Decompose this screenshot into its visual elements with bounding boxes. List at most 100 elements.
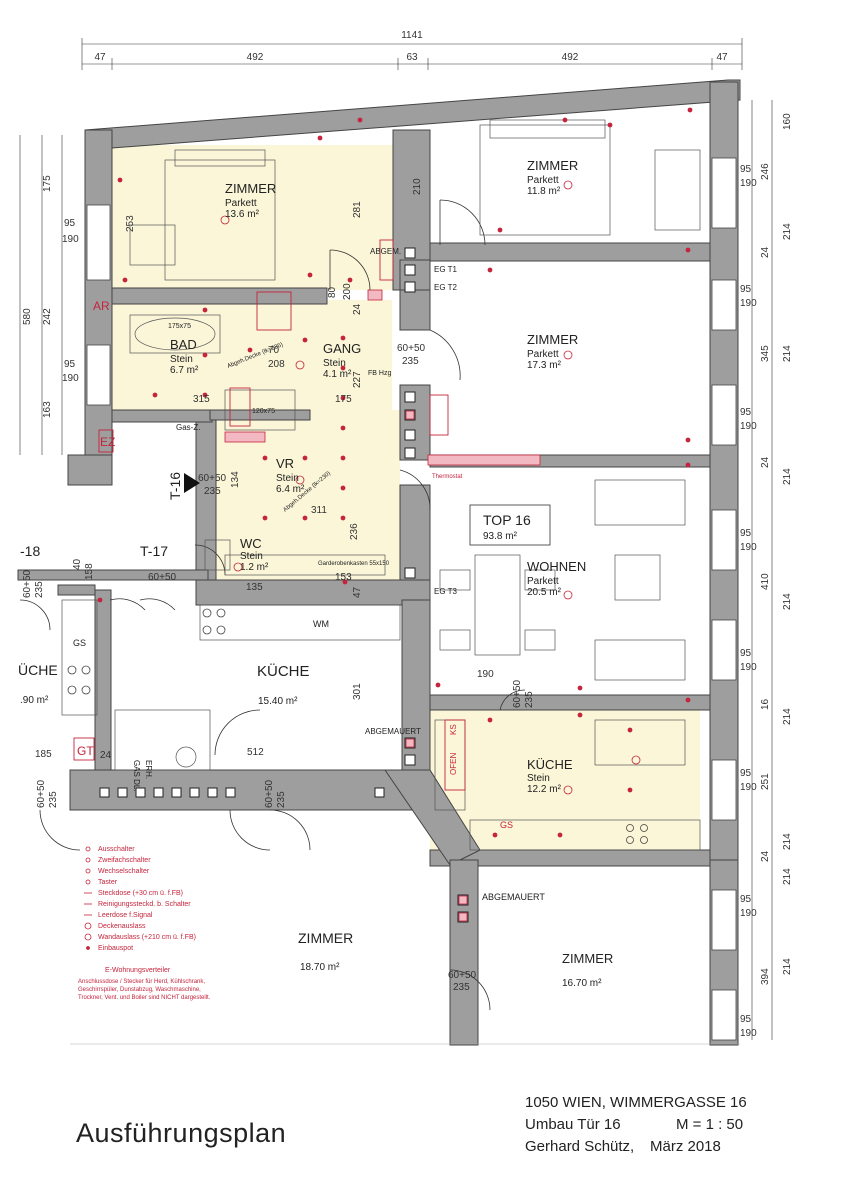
door-dim: 60+50 bbox=[22, 569, 33, 598]
dim-segment: 492 bbox=[562, 52, 579, 63]
room-area: 20.5 m² bbox=[527, 587, 562, 598]
dim-right: 345 bbox=[760, 345, 771, 362]
dim-right: 214 bbox=[782, 468, 793, 485]
room-floor: Stein bbox=[240, 551, 263, 562]
total-width-label: 1141 bbox=[401, 30, 423, 41]
room-area: 13.6 m² bbox=[225, 209, 260, 220]
dim-right: 95 bbox=[740, 894, 752, 905]
room-floor: Parkett bbox=[527, 576, 559, 587]
room-floor: Parkett bbox=[527, 175, 559, 186]
inner-dim: 40 bbox=[72, 558, 83, 570]
dim-segment: 492 bbox=[247, 52, 264, 63]
dim-right: 251 bbox=[760, 773, 771, 790]
author-line: Gerhard Schütz, bbox=[525, 1138, 635, 1155]
note-wm: WM bbox=[313, 619, 329, 629]
room-name: ÜCHE bbox=[18, 661, 58, 678]
date-label: März 2018 bbox=[650, 1138, 721, 1155]
legend-item: Zweifachschalter bbox=[98, 857, 151, 864]
dim-segment: 47 bbox=[94, 52, 106, 63]
room-name: ZIMMER bbox=[225, 181, 276, 196]
right-windows bbox=[86, 157, 737, 1041]
room-floor: Stein bbox=[170, 354, 193, 365]
note-ks: KS bbox=[449, 724, 458, 735]
dim-left: 242 bbox=[42, 308, 53, 325]
legend-item: Wandauslass (+210 cm ü. f.FB) bbox=[98, 934, 196, 941]
stove-burners bbox=[67, 608, 648, 844]
note-abgemauert: ABGEMAUERT bbox=[482, 892, 545, 902]
room-area: 6.4 m² bbox=[276, 484, 305, 495]
dim-right: 24 bbox=[760, 246, 771, 258]
room-name: ZIMMER bbox=[298, 930, 353, 946]
note-gas-dl: GAS DL. bbox=[132, 760, 141, 792]
inner-dim: 24 bbox=[352, 303, 363, 315]
door-dim: 60+50 bbox=[448, 970, 477, 981]
dim-right: 16 bbox=[760, 698, 771, 710]
legend-note: Anschlussdose / Stecker für Herd, Kühlsc… bbox=[78, 979, 211, 1001]
dim-right: 190 bbox=[740, 782, 757, 793]
electrical-legend: Ausschalter Zweifachschalter Wechselscha… bbox=[84, 846, 196, 974]
inner-dim: 208 bbox=[268, 359, 285, 370]
note-garderobe: Garderobenkasten 55x150 bbox=[318, 561, 390, 567]
door-dim: 235 bbox=[276, 791, 287, 808]
room-area: 4.1 m² bbox=[323, 369, 352, 380]
dim-right: 190 bbox=[740, 908, 757, 919]
room-name: ZIMMER bbox=[527, 332, 578, 347]
door-dim: 235 bbox=[204, 486, 221, 497]
note-eg-t1: EG T1 bbox=[434, 265, 458, 274]
inner-dim: 190 bbox=[477, 669, 494, 680]
dim-right: 190 bbox=[740, 542, 757, 553]
room-area: 1.2 m² bbox=[240, 562, 269, 573]
room-name: WOHNEN bbox=[527, 559, 586, 574]
unit-label-t16: T-16 bbox=[167, 472, 183, 500]
room-area: 18.70 m² bbox=[300, 962, 340, 973]
inner-dim: 70 bbox=[268, 345, 280, 356]
inner-dim: 134 bbox=[230, 471, 241, 488]
room-floor: Stein bbox=[276, 473, 299, 484]
dim-left: 190 bbox=[62, 234, 79, 245]
inner-dim: 153 bbox=[335, 572, 352, 583]
room-zimmer-1: ZIMMER Parkett 13.6 m² bbox=[225, 181, 276, 220]
room-name: VR bbox=[276, 456, 294, 471]
dim-left: 95 bbox=[64, 359, 76, 370]
plan-title: Ausführungsplan bbox=[76, 1118, 287, 1148]
legend-symbols bbox=[84, 846, 92, 950]
room-area: 12.2 m² bbox=[527, 784, 562, 795]
room-name: GANG bbox=[323, 341, 361, 356]
room-name: BAD bbox=[170, 337, 197, 352]
room-kueche-top16: KÜCHE Stein 12.2 m² bbox=[527, 757, 573, 795]
legend-item: Taster bbox=[98, 879, 118, 886]
entrance-arrow bbox=[184, 473, 200, 493]
inner-dim: 80 bbox=[327, 286, 338, 298]
door-dim: 235 bbox=[402, 356, 419, 367]
inner-dim: 24 bbox=[100, 750, 112, 761]
left-dimension-lines bbox=[19, 135, 63, 455]
room-name: KÜCHE bbox=[527, 757, 573, 772]
room-area: .90 m² bbox=[20, 695, 49, 706]
note-erh: ERH. bbox=[144, 760, 153, 779]
room-area: 6.7 m² bbox=[170, 365, 199, 376]
dim-right: 214 bbox=[782, 345, 793, 362]
top16-box bbox=[469, 504, 551, 546]
room-floor: Parkett bbox=[225, 198, 257, 209]
inner-dim: 253 bbox=[125, 215, 136, 232]
room-area: 17.3 m² bbox=[527, 360, 562, 371]
note-ez: EZ bbox=[100, 435, 115, 449]
inner-dim: 301 bbox=[352, 683, 363, 700]
door-dim: 60+50 bbox=[148, 572, 177, 583]
legend-item: Deckenauslass bbox=[98, 923, 146, 930]
dim-right: 214 bbox=[782, 868, 793, 885]
door-dim: 235 bbox=[48, 791, 59, 808]
room-kueche-t17: KÜCHE 15.40 m² bbox=[257, 662, 310, 707]
room-zimmer-lower-left: ZIMMER 18.70 m² bbox=[298, 930, 353, 973]
legend-heading: E-Wohnungsverteiler bbox=[105, 967, 171, 974]
dim-right: 190 bbox=[740, 1028, 757, 1039]
note-thermostat: Thermostat bbox=[432, 474, 463, 480]
note-abgemauert: ABGEMAUERT bbox=[365, 727, 421, 736]
dim-right: 95 bbox=[740, 407, 752, 418]
inner-dim: 185 bbox=[35, 749, 52, 760]
inner-dim: 135 bbox=[246, 582, 263, 593]
dim-left: 163 bbox=[42, 401, 53, 418]
inner-dim: 158 bbox=[84, 563, 95, 580]
room-vr: VR Stein 6.4 m² bbox=[276, 456, 305, 495]
room-zimmer-lower-right: ZIMMER 16.70 m² bbox=[562, 951, 613, 989]
